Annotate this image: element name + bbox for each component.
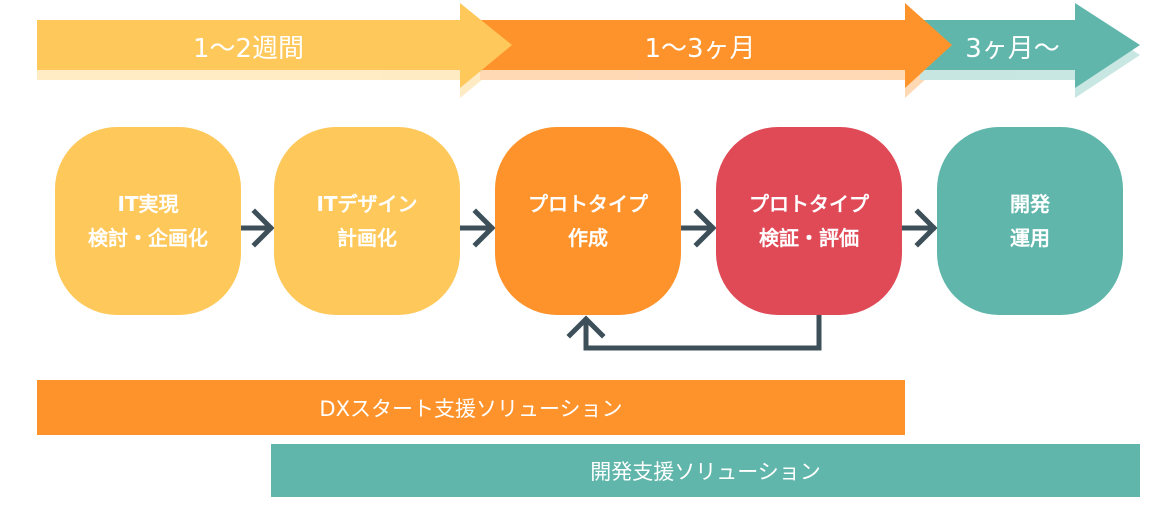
step-prototype-evaluate: プロトタイプ検証・評価 [716,127,902,315]
step-title: 開発 [1010,192,1050,216]
flow-arrow-icon [457,208,496,248]
flow-arrow-icon [899,208,938,248]
flow-arrow-icon [237,208,275,248]
phase-arrow-2 [480,3,952,88]
step-prototype-build: プロトタイプ作成 [495,127,681,315]
step-subtitle: 検証・評価 [759,226,859,250]
step-subtitle: 検討・企画化 [88,226,208,250]
solution-label: 開発支援ソリューション [590,459,821,484]
flow-arrow-icon [679,208,717,248]
phase-label-2: 1〜3ヶ月 [644,33,756,64]
step-subtitle: 運用 [1010,226,1050,250]
phase-arrow-1 [37,3,512,88]
step-title: ITデザイン [316,192,418,216]
step-development-operation: 開発運用 [937,127,1123,315]
step-subtitle: 作成 [568,226,608,250]
step-title: IT実現 [117,192,179,216]
step-subtitle: 計画化 [337,226,397,250]
step-it-design: ITデザイン計画化 [274,127,460,315]
step-title: プロトタイプ [749,192,869,216]
phase-label-1: 1〜2週間 [192,33,305,64]
feedback-loop-arrow-icon [566,315,822,351]
solution-bar-dx-start: DXスタート支援ソリューション [37,380,905,435]
solution-label: DXスタート支援ソリューション [319,396,623,421]
phase-arrow-3 [920,3,1140,88]
phase-label-3: 3ヶ月〜 [965,33,1060,64]
step-it-planning: IT実現検討・企画化 [55,127,241,315]
solution-bar-development: 開発支援ソリューション [271,444,1140,497]
step-title: プロトタイプ [528,192,648,216]
